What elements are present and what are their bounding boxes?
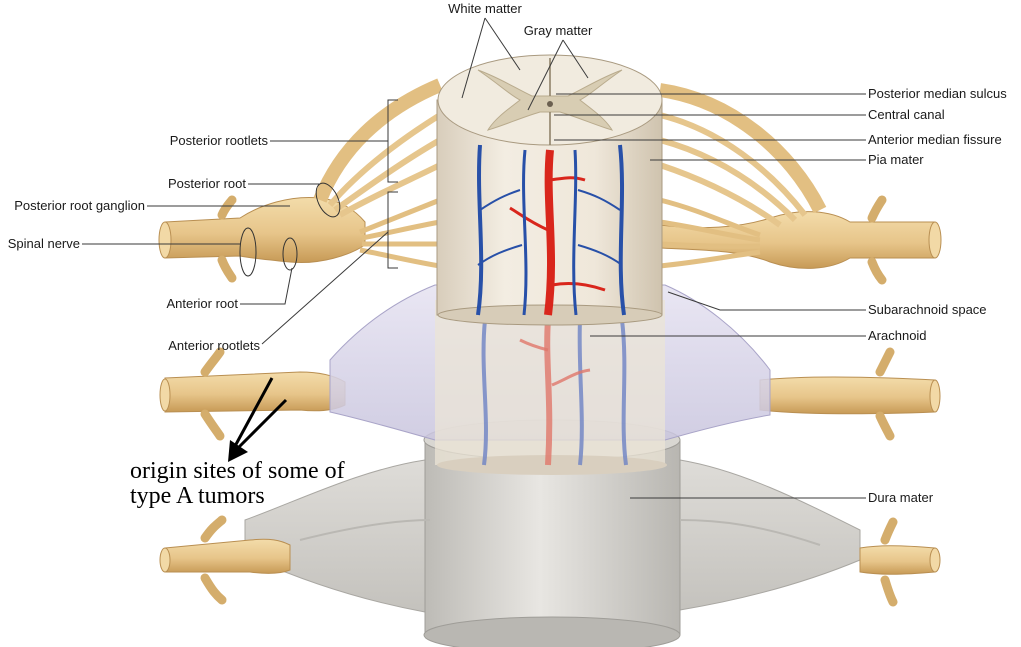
label-subarachnoid-space: Subarachnoid space xyxy=(868,302,987,317)
spinal-cord xyxy=(436,54,663,326)
label-central-canal: Central canal xyxy=(868,107,945,122)
labels: White matter Gray matter Posterior media… xyxy=(8,1,1008,505)
middle-spinal-nerves xyxy=(159,347,941,441)
label-dura-mater: Dura mater xyxy=(868,490,934,505)
label-spinal-nerve: Spinal nerve xyxy=(8,236,80,251)
label-gray-matter: Gray matter xyxy=(524,23,593,38)
annotation-arrows xyxy=(228,377,288,462)
upper-nerve-roots xyxy=(158,78,942,285)
annotation-note: origin sites of some of type A tumors xyxy=(130,458,345,509)
label-anterior-median-fissure: Anterior median fissure xyxy=(868,132,1002,147)
label-anterior-root: Anterior root xyxy=(166,296,238,311)
arachnoid-layer xyxy=(329,284,771,475)
annotation-line-1: origin sites of some of xyxy=(130,458,345,484)
label-white-matter: White matter xyxy=(448,1,522,16)
leader-lines xyxy=(82,17,866,499)
label-anterior-rootlets: Anterior rootlets xyxy=(168,338,260,353)
lower-spinal-nerves xyxy=(159,515,941,607)
label-posterior-median-sulcus: Posterior median sulcus xyxy=(868,86,1007,101)
label-posterior-root: Posterior root xyxy=(168,176,246,191)
label-pia-mater: Pia mater xyxy=(868,152,924,167)
label-posterior-root-ganglion: Posterior root ganglion xyxy=(14,198,145,213)
label-posterior-rootlets: Posterior rootlets xyxy=(170,133,269,148)
label-arachnoid: Arachnoid xyxy=(868,328,927,343)
annotation-line-2: type A tumors xyxy=(130,483,265,509)
